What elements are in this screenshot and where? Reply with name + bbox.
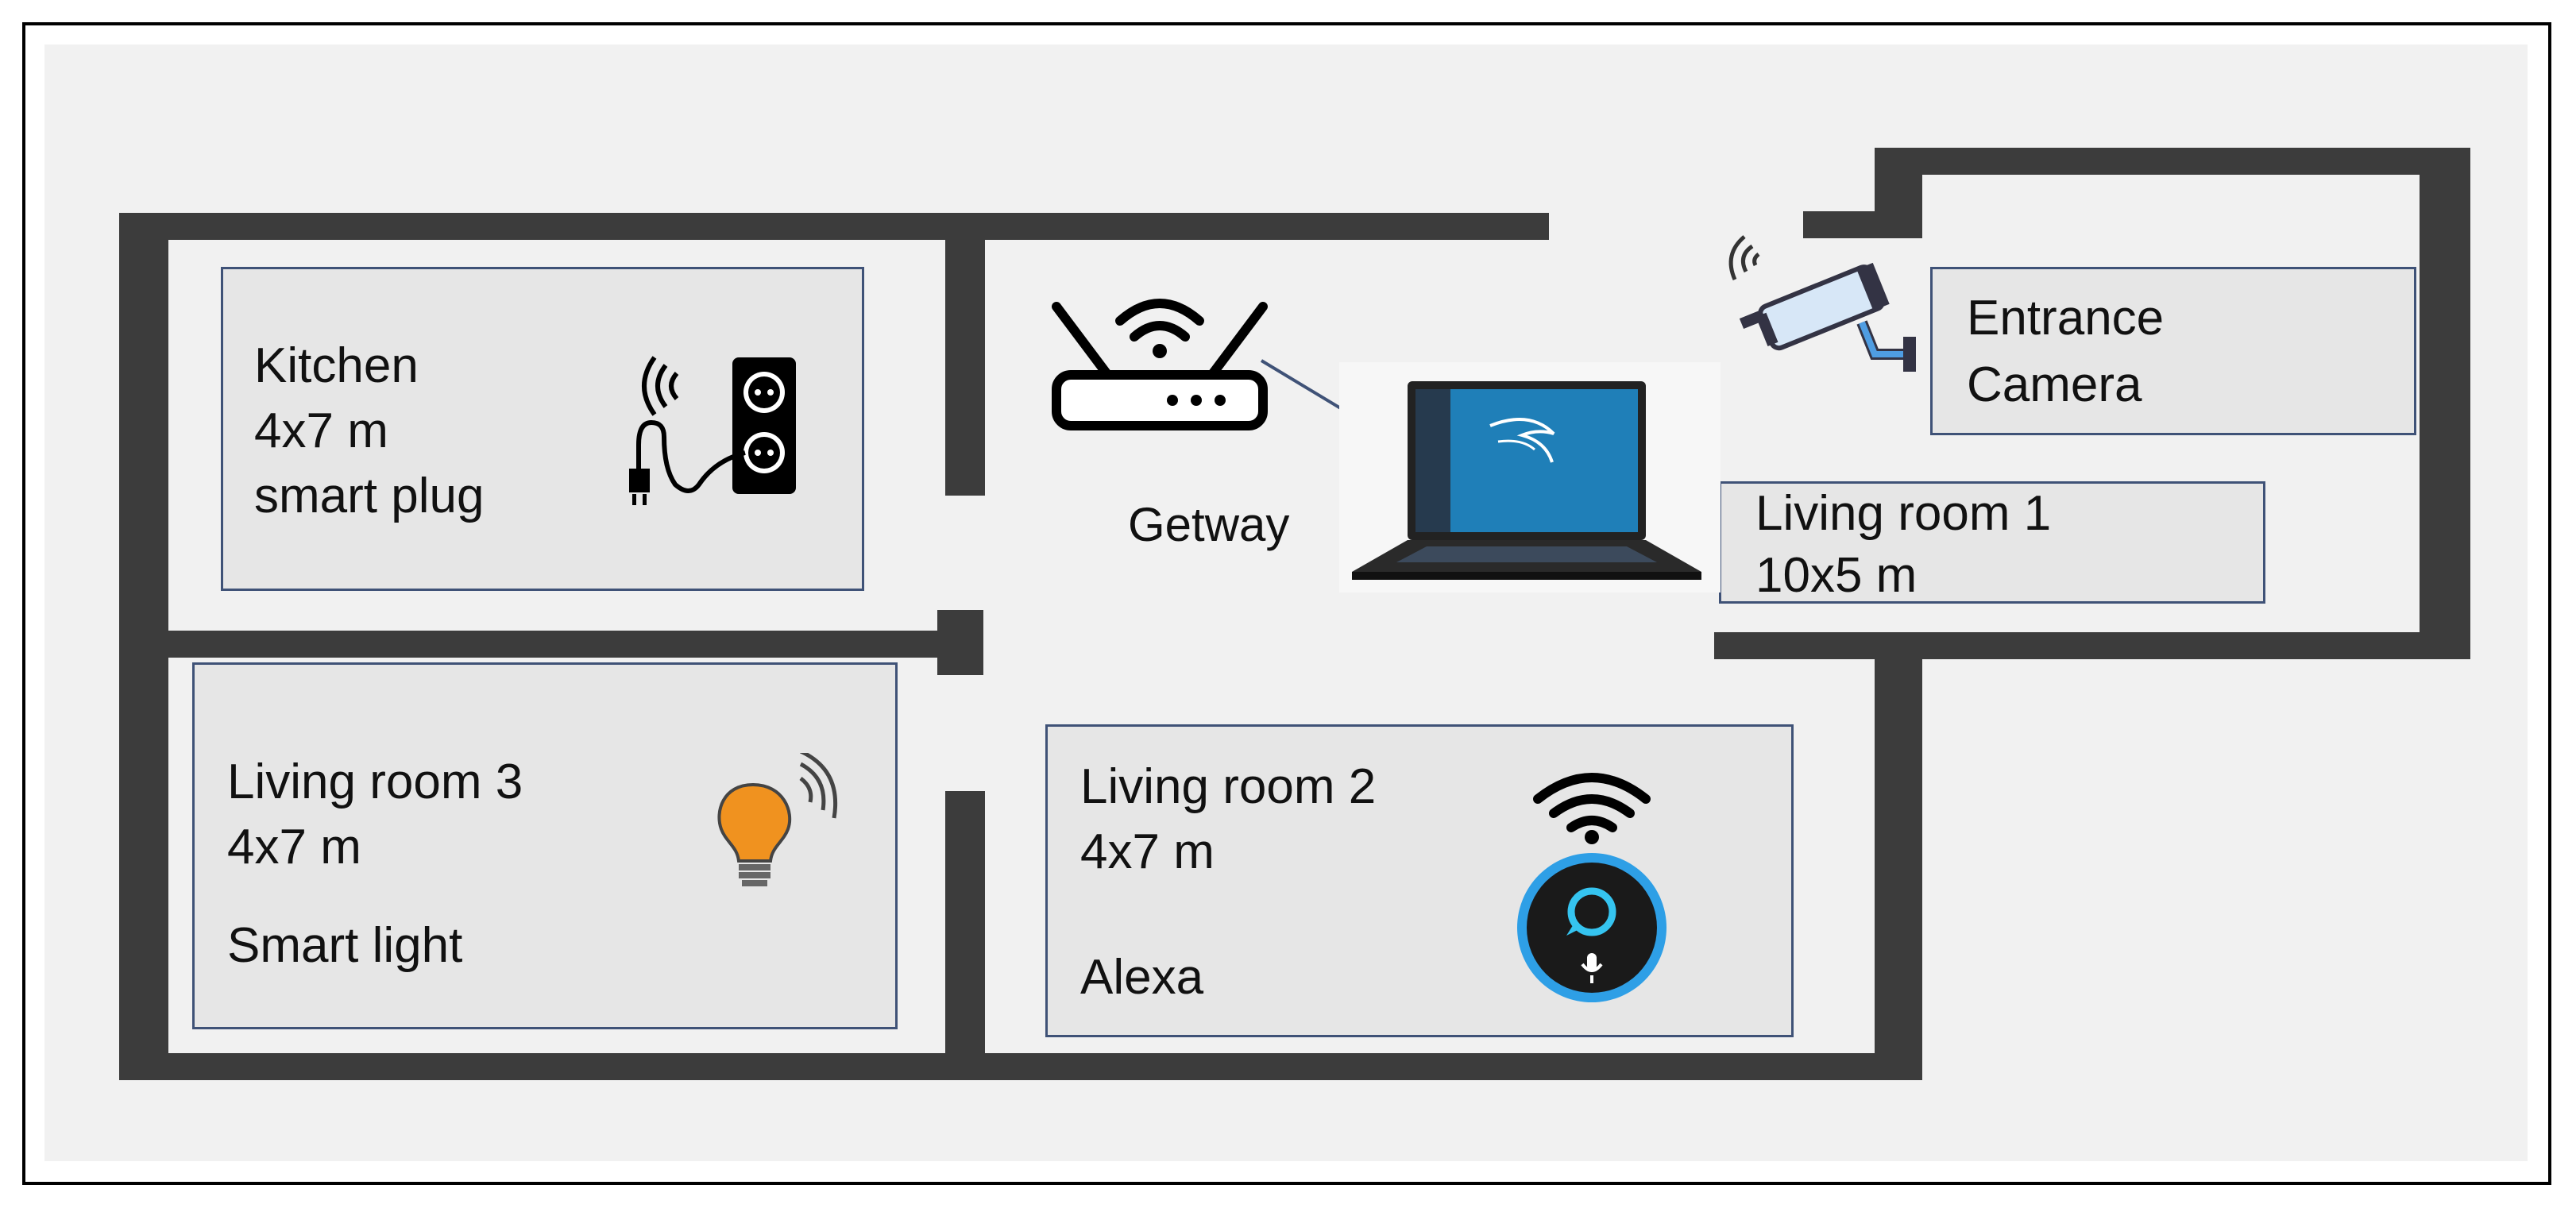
smart-plug-icon bbox=[629, 356, 796, 505]
living-room-3-name: Living room 3 bbox=[227, 755, 523, 809]
living-room-1-name: Living room 1 bbox=[1755, 486, 2052, 541]
security-camera-icon bbox=[1728, 235, 1916, 372]
kitchen-size: 4x7 m bbox=[254, 403, 388, 458]
laptop-icon bbox=[1339, 362, 1721, 592]
living-room-1-size: 10x5 m bbox=[1755, 548, 1918, 603]
kitchen-name: Kitchen bbox=[254, 338, 419, 393]
living-room-3 bbox=[192, 662, 898, 1029]
entrance-room bbox=[1930, 267, 2416, 435]
living-room-1 bbox=[1719, 481, 2265, 604]
smart-bulb-icon bbox=[717, 753, 838, 886]
kitchen-room bbox=[221, 267, 864, 591]
entrance-line2: Camera bbox=[1967, 357, 2142, 412]
living-room-2-device: Alexa bbox=[1080, 950, 1204, 1005]
walls bbox=[119, 148, 2470, 1080]
living-room-2-name: Living room 2 bbox=[1080, 759, 1377, 814]
living-room-2-size: 4x7 m bbox=[1080, 824, 1215, 879]
wifi-router-icon bbox=[1052, 299, 1268, 430]
gateway-label: Getway bbox=[1128, 498, 1290, 551]
living-room-3-size: 4x7 m bbox=[227, 820, 361, 874]
alexa-speaker-icon bbox=[1517, 773, 1666, 1002]
living-room-3-device: Smart light bbox=[227, 918, 463, 973]
living-room-2 bbox=[1045, 724, 1794, 1037]
kitchen-device: smart plug bbox=[254, 469, 485, 523]
entrance-line1: Entrance bbox=[1967, 291, 2165, 345]
